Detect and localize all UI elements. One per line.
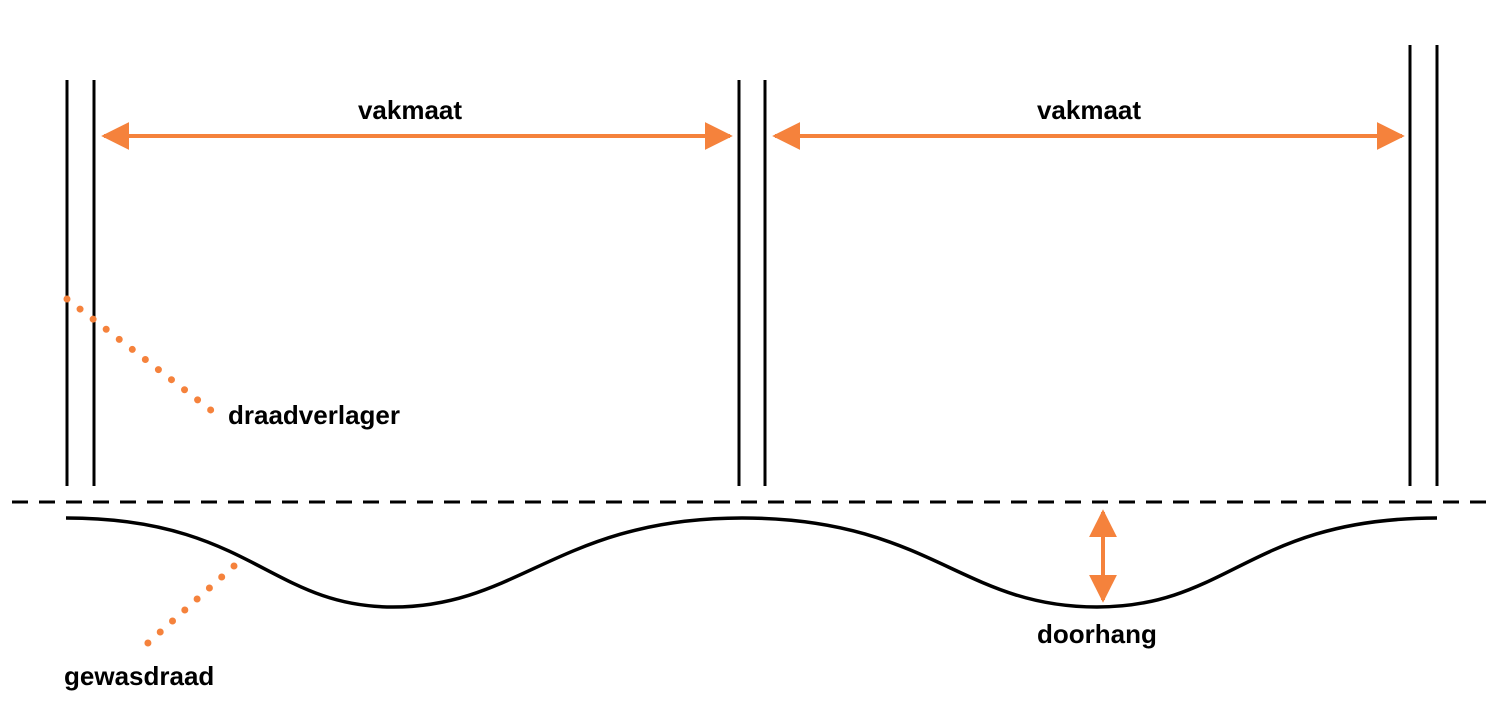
crop-wire-label: gewasdraad <box>64 661 215 691</box>
post-right <box>1408 45 1439 486</box>
span-label-left: vakmaat <box>357 95 463 125</box>
crop-wire-curve <box>65 516 1438 609</box>
wire-spreader-label: draadverlager <box>228 400 400 430</box>
post-middle <box>737 80 767 486</box>
span-label-right: vakmaat <box>1036 95 1142 125</box>
post-left <box>65 80 96 486</box>
leader-draadverlager <box>63 295 216 415</box>
leader-gewasdraad <box>135 562 238 655</box>
sag-label: doorhang <box>1037 619 1157 649</box>
